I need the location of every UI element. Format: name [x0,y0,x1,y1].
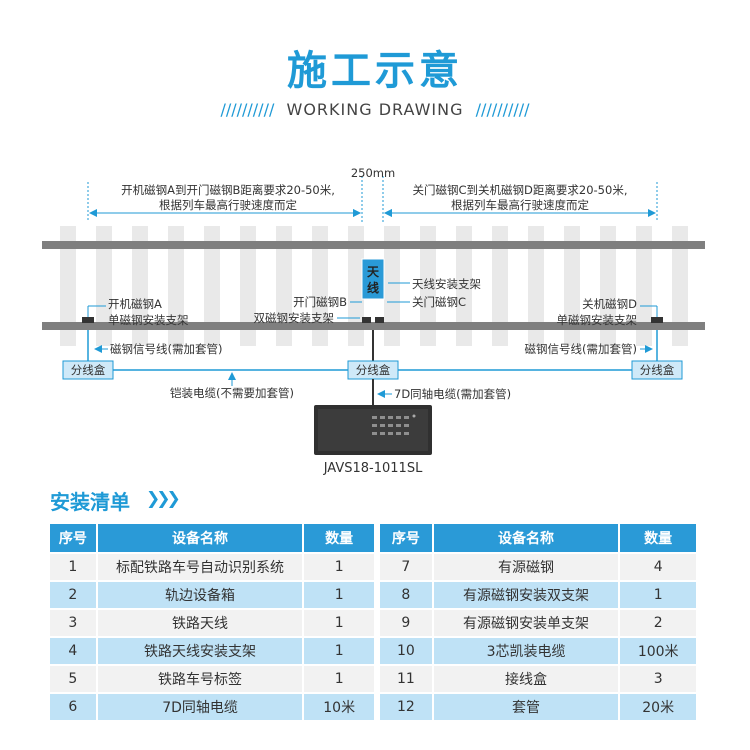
junction-box-right-label: 分线盒 [640,363,675,377]
row-index: 9 [378,608,434,638]
rail-bottom [42,322,705,330]
double-mount-label: 双磁钢安装支架 [254,311,335,325]
left-requirement-line2: 根据列车最高行驶速度而定 [159,198,297,212]
row-device-name: 套管 [431,692,621,722]
magnet-b-label: 开门磁钢B [293,295,347,309]
row-device-name: 有源磁钢安装单支架 [431,608,621,638]
subtitle-row: ////////// WORKING DRAWING ////////// [0,100,750,119]
row-index: 11 [378,664,434,694]
row-device-name: 有源磁钢 [431,552,621,582]
header-quantity: 数量 [302,522,376,554]
magnet-a [82,317,94,323]
row-index: 5 [48,664,98,694]
trackside-device [314,405,432,455]
signal-line-left-label: 磁钢信号线(需加套管) [110,342,222,356]
header-device-name: 设备名称 [431,522,621,554]
row-device-name: 铁路天线 [95,608,305,638]
magnet-c [375,317,384,323]
magnet-d-label: 关机磁钢D [582,297,637,311]
row-quantity: 1 [302,636,376,666]
table-row: 1 标配铁路车号自动识别系统 1 [48,552,376,582]
table-row: 9 有源磁钢安装单支架 2 [378,608,698,638]
junction-box-left-label: 分线盒 [71,363,106,377]
page-subtitle: WORKING DRAWING [286,100,464,119]
row-quantity: 20米 [618,692,698,722]
row-index: 4 [48,636,98,666]
left-requirement-line1: 开机磁钢A到开门磁钢B距离要求20-50米, [121,183,335,197]
subtitle-slashes-right: ////////// [475,100,530,119]
table-row: 6 7D同轴电缆 10米 [48,692,376,722]
table-row: 8 有源磁钢安装双支架 1 [378,580,698,610]
magnet-a-label: 开机磁钢A [108,297,162,311]
row-quantity: 1 [302,552,376,582]
device-model-label: JAVS18-1011SL [323,461,423,476]
table-row: 11 接线盒 3 [378,664,698,694]
row-device-name: 接线盒 [431,664,621,694]
row-index: 2 [48,580,98,610]
single-mount-left-label: 单磁钢安装支架 [108,313,189,327]
spacing-label: 250mm [351,166,395,180]
table-row: 10 3芯凯装电缆 100米 [378,636,698,666]
armored-cable-label: 铠装电缆(不需要加套管) [170,386,294,400]
install-list-title: 安装清单 [50,490,130,514]
antenna-block [361,258,385,300]
table-row: 12 套管 20米 [378,692,698,722]
row-device-name: 铁路天线安装支架 [95,636,305,666]
table-row: 7 有源磁钢 4 [378,552,698,582]
header-device-name: 设备名称 [95,522,305,554]
row-device-name: 轨边设备箱 [95,580,305,610]
row-index: 3 [48,608,98,638]
antenna-char-2: 线 [367,280,379,295]
header-quantity: 数量 [618,522,698,554]
right-requirement-line2: 根据列车最高行驶速度而定 [451,198,589,212]
signal-line-right-label: 磁钢信号线(需加套管) [525,342,637,356]
magnet-b [362,317,371,323]
row-quantity: 10米 [302,692,376,722]
row-quantity: 3 [618,664,698,694]
rail-top [42,241,705,249]
row-device-name: 有源磁钢安装双支架 [431,580,621,610]
row-quantity: 100米 [618,636,698,666]
single-mount-right-label: 单磁钢安装支架 [557,313,638,327]
magnet-d [651,317,663,323]
table-row: 5 铁路车号标签 1 [48,664,376,694]
row-index: 8 [378,580,434,610]
junction-box-left [62,360,114,380]
track-sleepers [60,226,688,346]
row-device-name: 铁路车号标签 [95,664,305,694]
row-index: 6 [48,692,98,722]
row-index: 1 [48,552,98,582]
row-index: 7 [378,552,434,582]
row-index: 10 [378,636,434,666]
row-quantity: 1 [302,580,376,610]
junction-box-center-label: 分线盒 [356,363,391,377]
row-quantity: 1 [618,580,698,610]
table-row: 3 铁路天线 1 [48,608,376,638]
working-drawing-diagram: 250mm 开机磁钢A到开门磁钢B距离要求20-50米, 根据列车最高行驶速度而… [42,166,705,476]
row-quantity: 1 [302,608,376,638]
right-requirement-line1: 关门磁钢C到关机磁钢D距离要求20-50米, [413,183,628,197]
header-index: 序号 [378,522,434,554]
row-quantity: 1 [302,664,376,694]
antenna-char-1: 天 [367,265,380,279]
row-index: 12 [378,692,434,722]
magnet-c-label: 关门磁钢C [412,295,466,309]
row-device-name: 标配铁路车号自动识别系统 [95,552,305,582]
install-table-left: 序号 设备名称 数量 1 标配铁路车号自动识别系统 1 2 轨边设备箱 1 3 … [48,522,376,722]
install-list-arrows-icon: ❯❯❯ [146,489,181,509]
junction-box-right [631,360,683,380]
page-title: 施工示意 [287,48,463,94]
row-device-name: 7D同轴电缆 [95,692,305,722]
antenna-mount-label: 天线安装支架 [412,277,481,291]
table-row: 4 铁路天线安装支架 1 [48,636,376,666]
row-device-name: 3芯凯装电缆 [431,636,621,666]
row-quantity: 4 [618,552,698,582]
table-row: 2 轨边设备箱 1 [48,580,376,610]
dimension-lines [87,176,658,222]
subtitle-slashes-left: ////////// [220,100,275,119]
install-table-right: 序号 设备名称 数量 7 有源磁钢 4 8 有源磁钢安装双支架 1 9 有源磁钢… [378,522,698,722]
row-quantity: 2 [618,608,698,638]
coax-cable-label: 7D同轴电缆(需加套管) [394,387,511,401]
header-index: 序号 [48,522,98,554]
